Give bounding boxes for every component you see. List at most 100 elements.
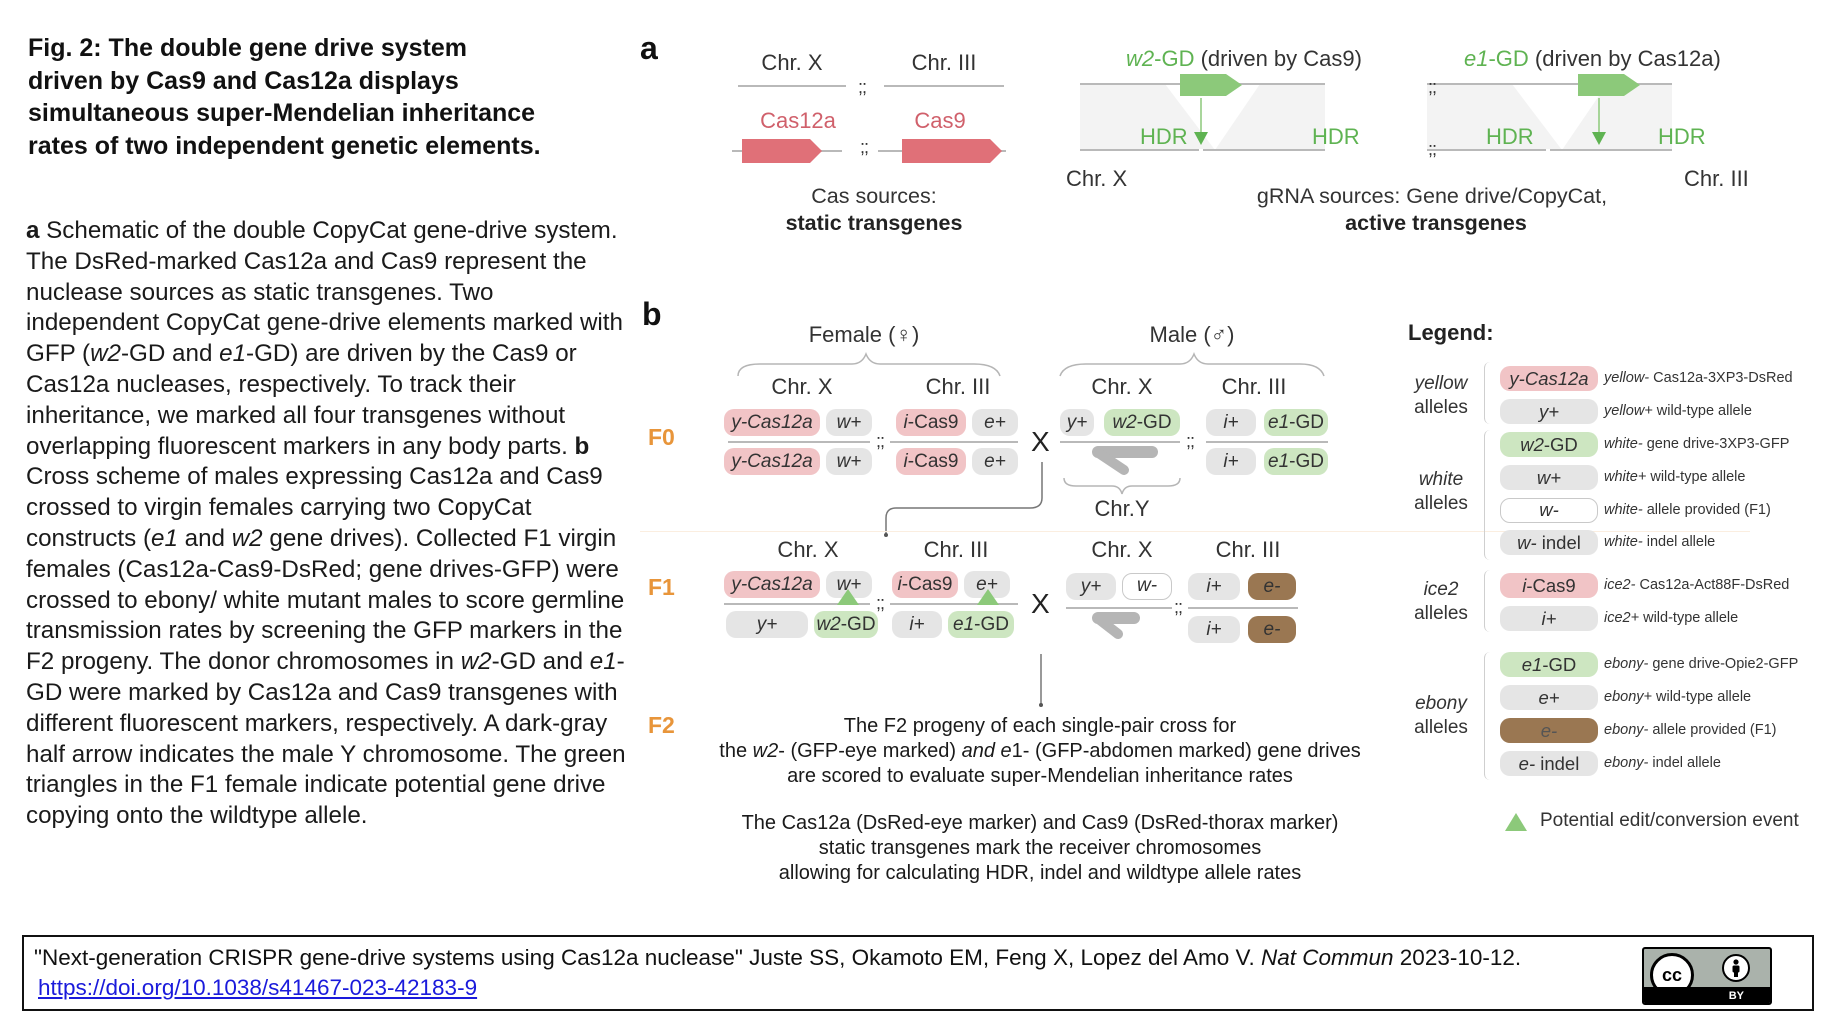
e1-gd-suffix: -GD (1488, 46, 1529, 71)
legend-brace (1484, 362, 1492, 424)
allele-i-plus: i+ (1188, 573, 1240, 600)
chr-iii-label: Chr. III (925, 374, 991, 399)
cc-by-license-badge[interactable]: cc BY (1642, 947, 1772, 1005)
legend-desc-gene: ice2+ (1604, 610, 1640, 626)
legend-desc-gene: white+ (1604, 469, 1647, 485)
legend-allele-description: yellow+ wild-type allele (1604, 403, 1752, 419)
chr-x-label: Chr. X (1091, 374, 1153, 399)
legend-allele-description: ebony- allele provided (F1) (1604, 722, 1777, 738)
male-brace-icon (1059, 351, 1325, 377)
f2-line: allowing for calculating HDR, indel and … (778, 862, 1302, 884)
female-label: Female (♀) (808, 322, 920, 347)
cas-sources-label: Cas sources: (811, 184, 937, 208)
f2-gene: e (1000, 740, 1012, 762)
chr-x-label: Chr. X (1066, 166, 1128, 191)
allele-text: -Cas9 (907, 451, 959, 472)
chr-x-line (738, 85, 846, 87)
allele-text: -GD (1136, 412, 1172, 433)
cut-site-icon (1194, 132, 1208, 145)
legend-desc-gene: white- (1604, 534, 1643, 550)
legend-desc-text: allele provided (F1) (1648, 722, 1777, 738)
allele-text: e+ (984, 451, 1006, 472)
legend-pill-text: e+ (1538, 687, 1560, 708)
e1-gd-cassette-icon (1578, 74, 1640, 96)
allele-text: i (903, 412, 908, 433)
caption-gene: e1 (219, 340, 247, 368)
generation-f1: F1 (648, 574, 675, 600)
legend-desc-gene: ebony- (1604, 755, 1649, 771)
legend-allele-description: ebony- gene drive-Opie2-GFP (1604, 656, 1798, 672)
allele-e-plus: e+ (972, 409, 1018, 436)
chr-x-label: Chr. X (777, 537, 839, 562)
allele-text: -GD (974, 614, 1009, 635)
chromosome-separator: ;; (1186, 431, 1195, 451)
conversion-triangle-icon (1505, 813, 1527, 831)
doi-link[interactable]: https://doi.org/10.1038/s41467-023-42183… (38, 975, 478, 1000)
caption-gene: w2 (90, 340, 121, 368)
allele-text: y+ (756, 614, 778, 635)
allele-w2-gd: w2-GD (1104, 409, 1180, 436)
legend-pill-text: w+ (1536, 467, 1562, 488)
allele-text: Cas12a (747, 451, 813, 472)
legend-allele-pill: w- indel (1500, 530, 1598, 555)
allele-text: w2 (816, 614, 841, 635)
allele-e-plus: e+ (964, 571, 1010, 598)
caption-text: Schematic of the double CopyCat gene-dri… (26, 217, 623, 368)
panel-b-letter: b (642, 296, 662, 332)
legend-desc-text: allele provided (F1) (1642, 502, 1771, 518)
attribution-person-icon (1722, 954, 1750, 982)
conversion-triangle-icon (977, 589, 999, 605)
allele-y-cas12a: y-Cas12a (724, 571, 820, 598)
allele-text: e1 (953, 614, 975, 635)
allele-i-plus: i+ (1188, 616, 1240, 643)
chr-x-label: Chr. X (761, 50, 823, 75)
legend-allele-description: ebony- indel allele (1604, 755, 1721, 771)
legend-desc-text: wild-type allele (1646, 469, 1746, 485)
allele-text: i+ (1206, 576, 1222, 597)
allele-text: e+ (984, 412, 1006, 433)
allele-text: Cas12a (747, 412, 813, 433)
chromosome-separator: ;; (860, 137, 869, 157)
legend-allele-pill: y-Cas12a (1500, 366, 1598, 391)
allele-i-plus: i+ (892, 611, 942, 638)
y-chromosome-half-arrow-icon (1092, 612, 1140, 639)
active-transgenes-label: active transgenes (1345, 211, 1527, 235)
chr-x-label: Chr. X (771, 374, 833, 399)
caption-text: and (177, 524, 232, 552)
legend-pill-text: indel (1535, 753, 1580, 774)
chr-y-brace-icon (1063, 477, 1181, 495)
legend-group-name: yellow (1414, 373, 1468, 394)
legend-pill-text: e- (1518, 753, 1536, 774)
legend-desc-gene: ebony- (1604, 722, 1649, 738)
legend-desc-gene: white- (1604, 436, 1643, 452)
allele-text: w- (1136, 575, 1158, 596)
legend-pill-text: w- (1517, 532, 1537, 553)
legend-allele-description: ice2- Cas12a-Act88F-DsRed (1604, 577, 1789, 593)
legend-title: Legend: (1408, 320, 1494, 345)
female-brace-icon (737, 351, 1001, 377)
caption-text: -GD were marked by Cas12a and Cas9 trans… (26, 648, 626, 830)
allele-y-cas12a: y-Cas12a (724, 448, 820, 475)
allele-i-plus: i+ (1206, 409, 1256, 436)
chromosome-line (1060, 441, 1180, 443)
allele-text: w+ (836, 412, 862, 433)
allele-i-cas9: i-Cas9 (896, 448, 966, 475)
parent-braces (737, 351, 1325, 377)
male-label: Male (♂) (1149, 322, 1235, 347)
caption-b-label: b (574, 432, 590, 460)
legend-desc-text: gene drive-3XP3-GFP (1642, 436, 1790, 452)
w2-gd-suffix: -GD (1154, 46, 1195, 71)
f2-line: static transgenes mark the receiver chro… (818, 837, 1262, 859)
allele-text: w2 (1112, 412, 1137, 433)
citation-date: 2023-10-12. (1393, 945, 1522, 970)
allele-text: y- (731, 451, 748, 472)
figure-caption: a Schematic of the double CopyCat gene-d… (26, 216, 626, 832)
legend-allele-pill: e- (1500, 718, 1598, 743)
cas9-arrow-icon (902, 139, 1002, 163)
legend-allele-description: ice2+ wild-type allele (1604, 610, 1738, 626)
hdr-label: HDR (1486, 124, 1534, 149)
legend-allele-description: white+ wild-type allele (1604, 469, 1745, 485)
chr-iii-label: Chr. III (911, 50, 977, 75)
legend-desc-text: indel allele (1648, 755, 1721, 771)
